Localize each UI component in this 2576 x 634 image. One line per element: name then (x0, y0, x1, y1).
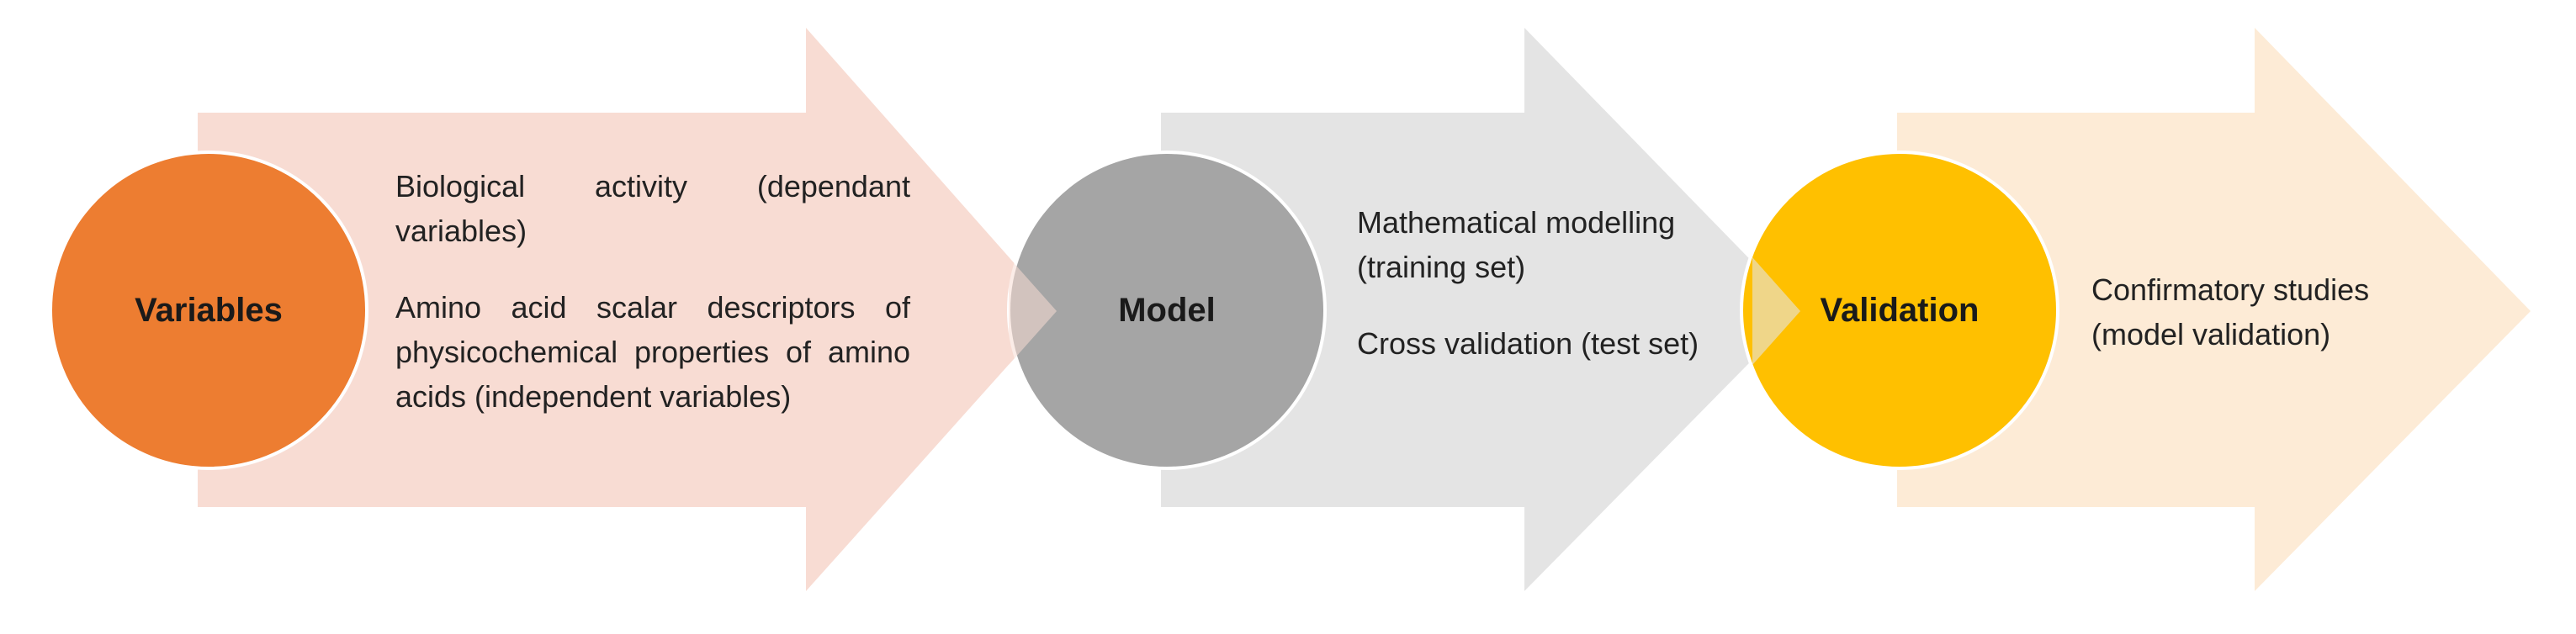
model-text-cross-validation: Cross validation (test set) (1357, 326, 1699, 361)
circle-label-variables: Variables (135, 292, 283, 329)
arrow-variables (198, 28, 1057, 591)
validation-text-confirmatory: Confirmatory studies (model validation) (2091, 272, 2370, 351)
circle-label-model: Model (1118, 292, 1216, 329)
model-text-training: Mathematical modelling (training set) (1357, 205, 1676, 284)
variables-text-dependent: Biological activity (dependant variables… (395, 169, 910, 248)
model-description: Mathematical modelling (training set) Cr… (1357, 200, 1727, 398)
variables-description: Biological activity (dependant variables… (395, 164, 910, 451)
circle-label-validation: Validation (1821, 292, 1980, 329)
circle-variables (49, 151, 368, 470)
arrow-model (1161, 28, 1800, 591)
circle-validation (1740, 151, 2059, 470)
variables-text-independent: Amino acid scalar descriptors of physico… (395, 290, 910, 414)
validation-description: Confirmatory studies (model validation) (2091, 267, 2445, 388)
arrow-tip-overlay-variables (1009, 257, 1057, 365)
arrow-validation (1897, 28, 2531, 591)
arrow-tip-overlay-model (1752, 257, 1800, 365)
